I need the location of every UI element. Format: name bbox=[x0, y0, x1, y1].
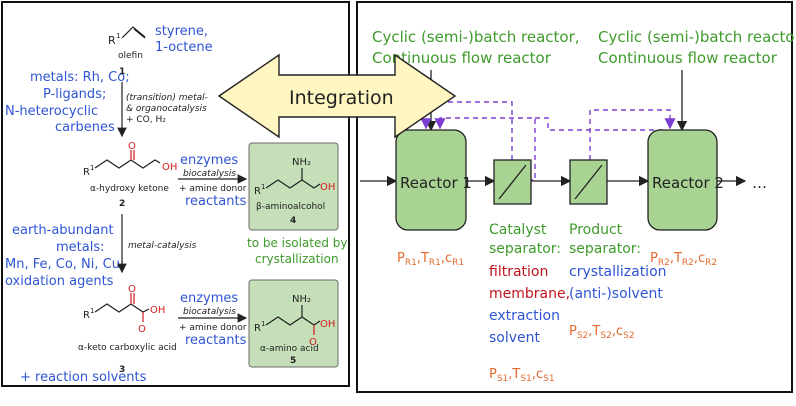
r1-keto: R bbox=[83, 310, 90, 321]
octene-label: 1-octene bbox=[155, 40, 213, 55]
ketone-oxygen: O bbox=[128, 141, 136, 152]
amine-donor-2-label: + amine donor bbox=[179, 323, 247, 333]
compound-4-number: 4 bbox=[290, 216, 296, 226]
compound-1-number: 1 bbox=[119, 67, 125, 77]
keto-acid-label: α-keto carboxylic acid bbox=[78, 343, 177, 353]
product-sep-line-2: separator: bbox=[569, 241, 641, 257]
acid-oxygen: O bbox=[138, 324, 146, 335]
r1-amino-acid-sup: 1 bbox=[261, 320, 265, 328]
product-sep-line-1: Product bbox=[569, 222, 623, 238]
metals-line-2: P-ligands; bbox=[43, 87, 106, 102]
amine-donor-1-label: + amine donor bbox=[179, 184, 247, 194]
catalyst-sep-line-1: Catalyst bbox=[489, 222, 547, 238]
product-option-crystallization: crystallization bbox=[569, 264, 667, 280]
keto-acid-structure: O O OH R 1 bbox=[83, 284, 165, 335]
styrene-label: styrene, bbox=[155, 24, 208, 39]
catalyst-sep-line-2: separator: bbox=[489, 241, 561, 257]
earth-metals-line-3: Mn, Fe, Co, Ni, Cu; bbox=[5, 257, 124, 272]
amino-acid-box bbox=[248, 279, 339, 368]
reactor-type-right-line-1: Cyclic (semi-)batch reactor, bbox=[598, 28, 796, 46]
earth-metals-line-1: earth-abundant bbox=[12, 223, 114, 238]
solvents-label: + reaction solvents bbox=[20, 370, 147, 385]
earth-metals-line-4: oxidation agents bbox=[5, 274, 114, 289]
catalyst-option-filtration: filtration bbox=[489, 264, 548, 280]
r1-amino-acid: R bbox=[254, 323, 261, 334]
earth-metals-text: earth-abundant metals: Mn, Fe, Co, Ni, C… bbox=[5, 223, 124, 289]
r1-olefin-label: R bbox=[108, 34, 116, 47]
reactor-1-label: Reactor 1 bbox=[400, 174, 472, 192]
amino-acid-label: α-amino acid bbox=[260, 344, 319, 354]
reactor-type-left-line-1: Cyclic (semi-)batch reactor, bbox=[372, 28, 580, 46]
amino-acid-structure: NH₂ O OH R 1 bbox=[254, 294, 335, 348]
metals-text: metals: Rh, Co; P-ligands; N-heterocycli… bbox=[5, 70, 130, 135]
reactor-type-left-line-2: Continuous flow reactor bbox=[372, 49, 552, 67]
amino-acid-oh: OH bbox=[320, 319, 335, 330]
compound-3-number: 3 bbox=[119, 365, 125, 375]
catalyst-option-extraction: extraction bbox=[489, 308, 560, 324]
catalysis-line-1: (transition) metal- bbox=[126, 93, 208, 103]
catalysis-line-2: & organocatalysis bbox=[126, 104, 207, 114]
r1-ketone: R bbox=[83, 167, 90, 178]
aminoalcohol-oh: OH bbox=[320, 182, 335, 193]
reactor-1 bbox=[395, 129, 467, 231]
hydroxy-oh: OH bbox=[162, 162, 177, 173]
metals-line-3: N-heterocyclic bbox=[5, 104, 98, 119]
enzymes-1-label: enzymes bbox=[180, 153, 238, 168]
product-separator-membrane bbox=[574, 164, 603, 200]
hydroxy-ketone-structure: O OH R 1 bbox=[83, 141, 177, 178]
continuation-ellipsis: … bbox=[752, 174, 767, 192]
amino-acid-nh2: NH₂ bbox=[292, 294, 311, 305]
integration-arrow: Integration bbox=[217, 53, 457, 139]
olefin-structure: R 1 olefin bbox=[108, 26, 146, 61]
reactor-2 bbox=[647, 129, 718, 231]
reactants-1-label: reactants bbox=[185, 194, 247, 209]
catalyst-separator-membrane bbox=[498, 164, 527, 200]
reactor-2-label: Reactor 2 bbox=[652, 174, 724, 192]
aminoalcohol-box bbox=[248, 142, 339, 231]
biocatalysis-2-label: biocatalysis bbox=[183, 307, 236, 317]
olefin-label: olefin bbox=[118, 51, 143, 61]
isolated-line-2: crystallization bbox=[255, 252, 339, 266]
aminoalcohol-label: β-aminoalcohol bbox=[256, 202, 325, 212]
r1-ketone-sup: 1 bbox=[90, 164, 94, 172]
acid-oh: OH bbox=[150, 305, 165, 316]
metals-line-4: carbenes bbox=[55, 120, 115, 135]
compound-5-number: 5 bbox=[290, 356, 296, 366]
isolated-line-1: to be isolated by bbox=[247, 236, 348, 250]
aminoalcohol-structure: NH₂ OH R 1 bbox=[254, 157, 335, 197]
reactor-type-right-line-2: Continuous flow reactor bbox=[598, 49, 778, 67]
metal-catalysis-label: metal-catalysis bbox=[128, 241, 197, 251]
r1-keto-sup: 1 bbox=[90, 307, 94, 315]
aminoalcohol-nh2: NH₂ bbox=[292, 157, 311, 168]
r1-olefin-sup: 1 bbox=[116, 32, 120, 40]
catalyst-option-membrane: membrane, bbox=[489, 286, 570, 302]
integration-label: Integration bbox=[289, 87, 394, 109]
metals-line-1: metals: Rh, Co; bbox=[30, 70, 130, 85]
enzymes-2-label: enzymes bbox=[180, 291, 238, 306]
earth-metals-line-2: metals: bbox=[56, 240, 105, 255]
hydroxy-ketone-label: α-hydroxy ketone bbox=[90, 184, 169, 194]
biocatalysis-1-label: biocatalysis bbox=[183, 169, 236, 179]
r1-aminoalcohol-sup: 1 bbox=[261, 183, 265, 191]
keto-oxygen: O bbox=[128, 284, 136, 295]
amino-acid-oxygen: O bbox=[309, 337, 317, 348]
catalyst-option-solvent: solvent bbox=[489, 330, 541, 346]
catalysis-line-3: + CO, H₂ bbox=[126, 115, 166, 125]
reactants-2-label: reactants bbox=[185, 333, 247, 348]
product-option-antisolvent: (anti-)solvent bbox=[569, 286, 663, 302]
compound-2-number: 2 bbox=[119, 199, 125, 209]
r1-aminoalcohol: R bbox=[254, 186, 261, 197]
